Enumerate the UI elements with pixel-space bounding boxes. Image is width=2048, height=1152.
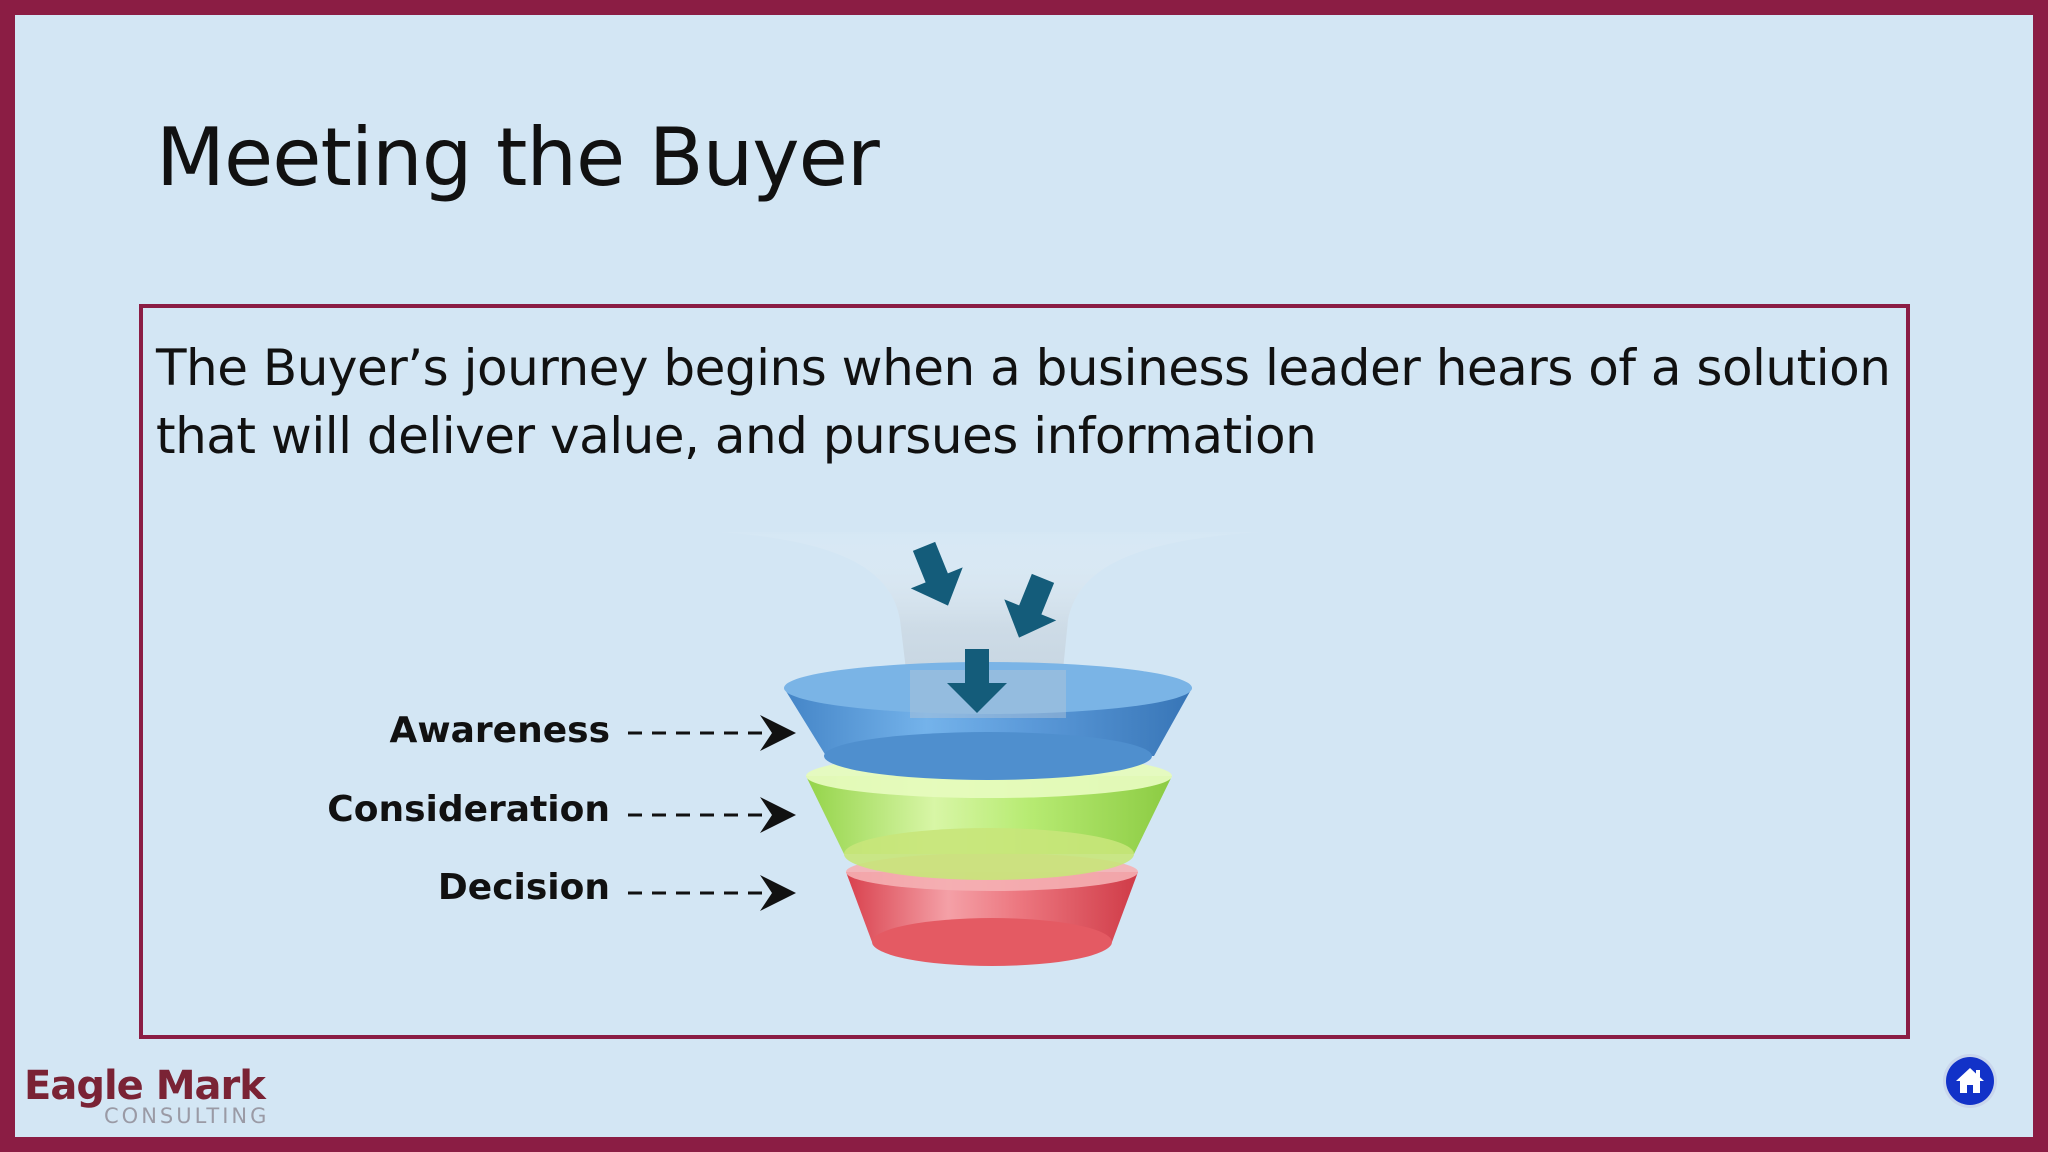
home-icon: [1956, 1068, 1984, 1093]
logo-name: Eagle Mark: [24, 1063, 266, 1109]
home-button[interactable]: [1946, 1057, 1994, 1105]
down-arrow-icon: [910, 541, 963, 606]
funnel-chute: [720, 532, 1260, 720]
slide-title: Meeting the Buyer: [156, 111, 880, 204]
stage-label-decision: Decision: [437, 867, 610, 908]
stage-label-consideration: Consideration: [327, 789, 610, 830]
down-arrow-icon: [1004, 573, 1057, 638]
down-arrow-icon: [947, 649, 1007, 713]
company-logo: Eagle Mark CONSULTING: [24, 1063, 266, 1127]
logo-subtitle: CONSULTING: [104, 1104, 270, 1128]
body-text: The Buyer’s journey begins when a busine…: [156, 339, 1891, 465]
stage-label-awareness: Awareness: [389, 710, 610, 751]
content-box: [139, 304, 1910, 1039]
